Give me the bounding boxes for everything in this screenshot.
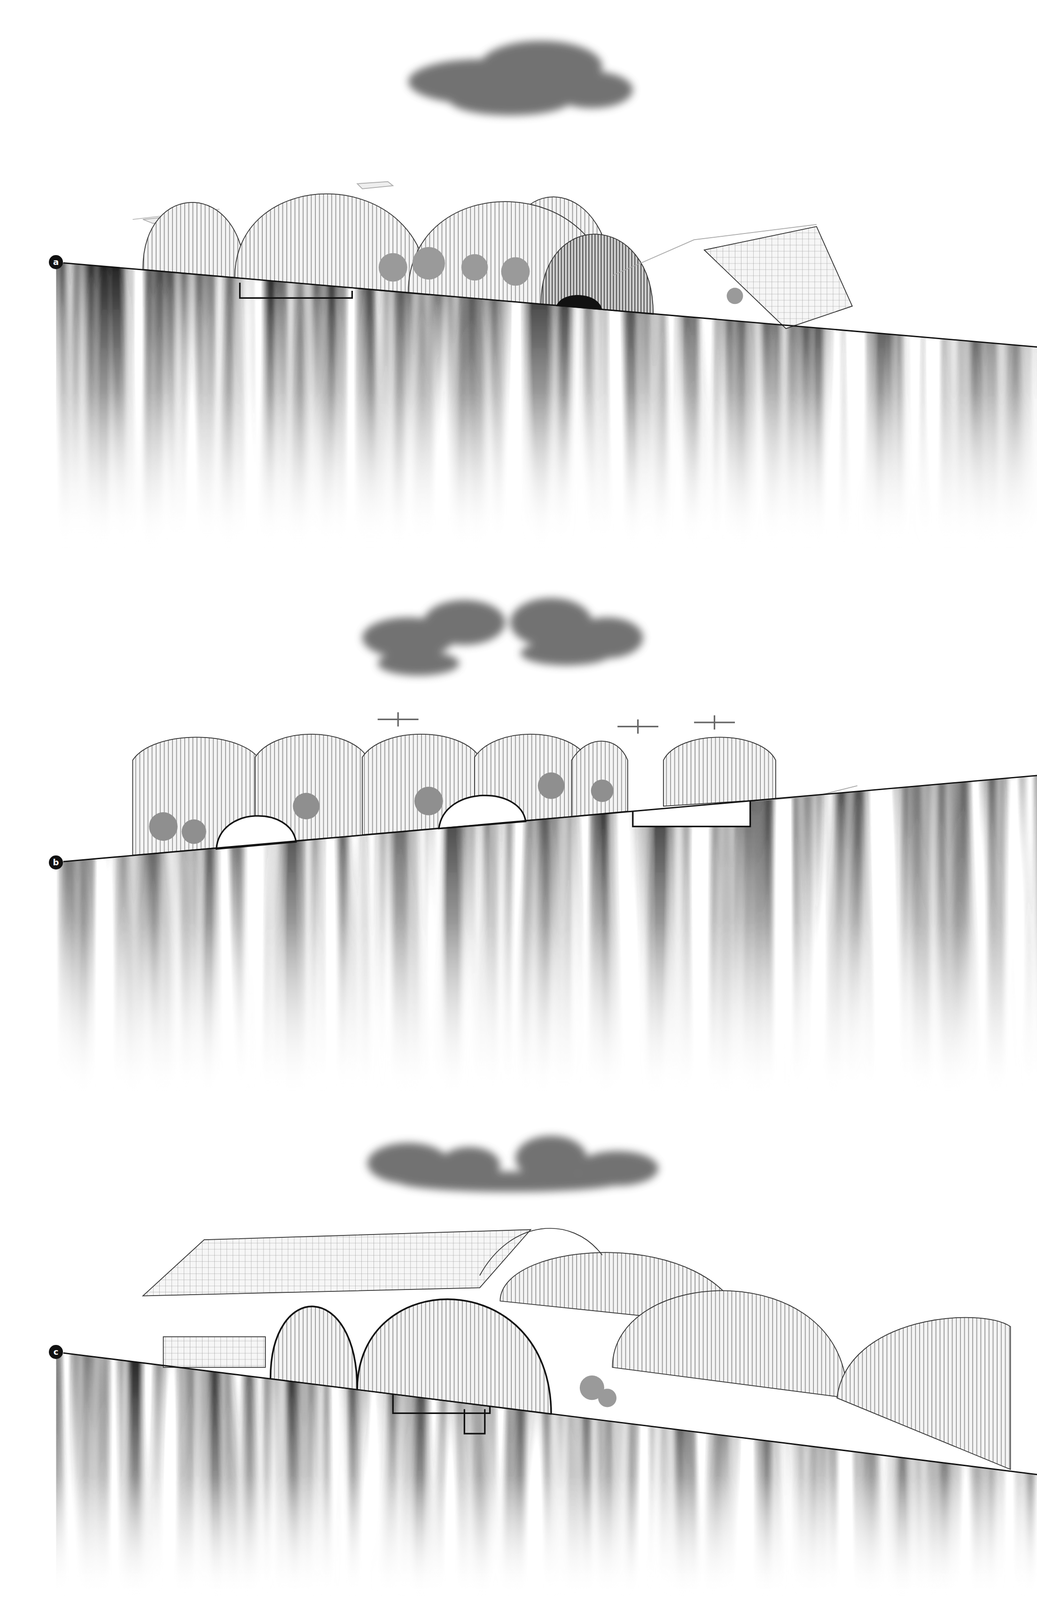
section-marker: a [48, 255, 63, 270]
section-marker: c [48, 1345, 63, 1360]
section-letter: c [53, 1348, 59, 1357]
section-letter: a [53, 257, 59, 267]
section-letter: b [53, 858, 60, 867]
section-marker: b [48, 855, 63, 870]
